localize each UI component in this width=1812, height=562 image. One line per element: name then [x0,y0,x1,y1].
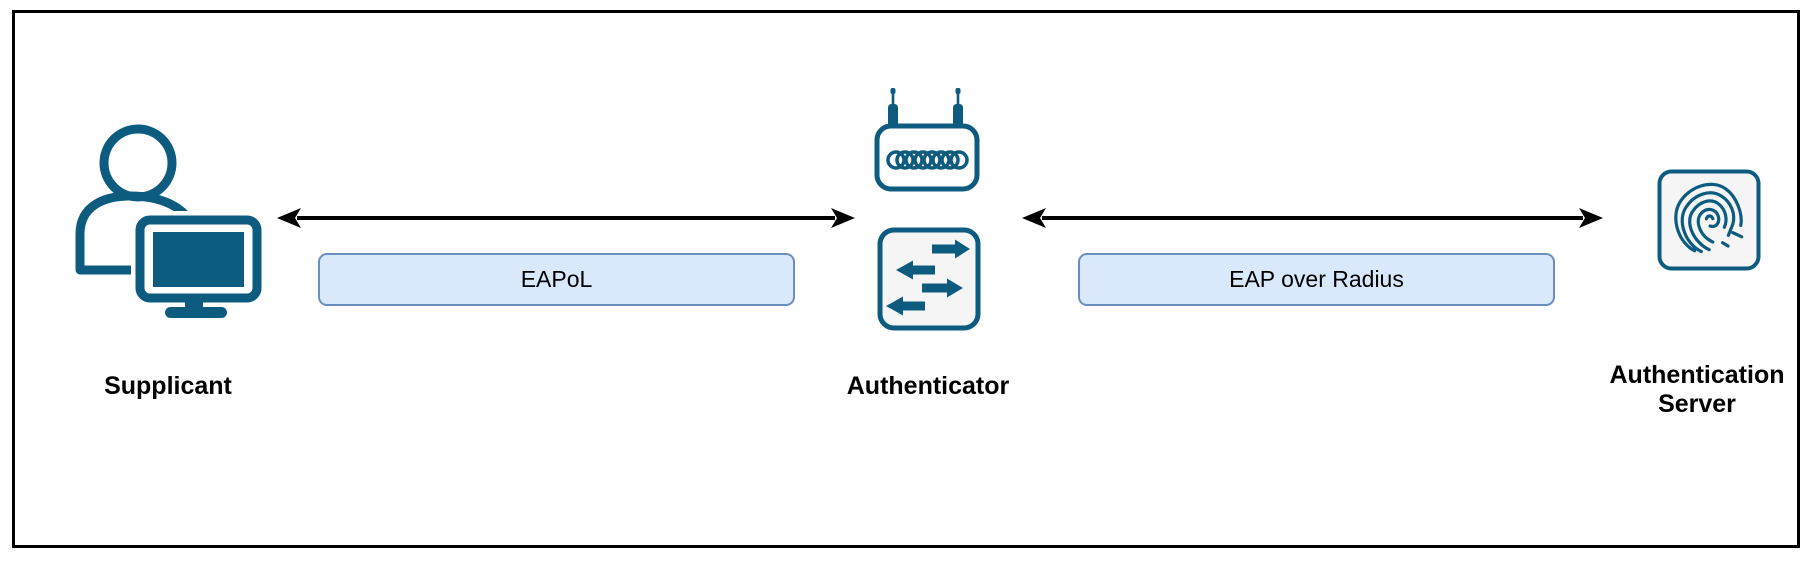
wireless-access-point-icon [874,88,980,192]
authentication-server-label: Authentication Server [1609,361,1785,418]
monitor-stand [185,298,203,308]
authenticator-label: Authenticator [846,372,1010,400]
arrowhead-left [1022,208,1046,228]
person-head [99,124,177,202]
switch-arrow-right-2 [922,278,963,298]
switch-body [877,227,981,331]
diagram-border [12,10,1800,548]
fingerprint-icon [1657,169,1761,271]
eapol-connector [277,208,855,228]
radius-label-box: EAP over Radius [1078,253,1555,306]
switch-arrow-left-1 [896,260,935,280]
supplicant-label: Supplicant [104,372,232,400]
antenna-left [888,88,898,128]
arrowhead-right [1579,208,1603,228]
arrowhead-left [277,208,301,228]
monitor-base [165,307,227,318]
monitor-screen [153,232,244,287]
arrowhead-right [831,208,855,228]
eapol-label-box: EAPoL [318,253,795,306]
radius-connector [1022,208,1603,228]
person-with-computer-icon [75,124,265,318]
person-body [75,191,196,275]
coil-chain [886,150,969,170]
switch-arrow-left-2 [886,296,925,316]
fingerprint-ridges [1674,182,1744,254]
switch-arrow-right-1 [932,239,970,259]
access-point-body [874,123,980,192]
antenna-right [953,88,963,128]
radius-label: EAP over Radius [1229,266,1404,292]
eapol-label: EAPoL [520,266,593,292]
network-switch-icon [877,227,981,331]
